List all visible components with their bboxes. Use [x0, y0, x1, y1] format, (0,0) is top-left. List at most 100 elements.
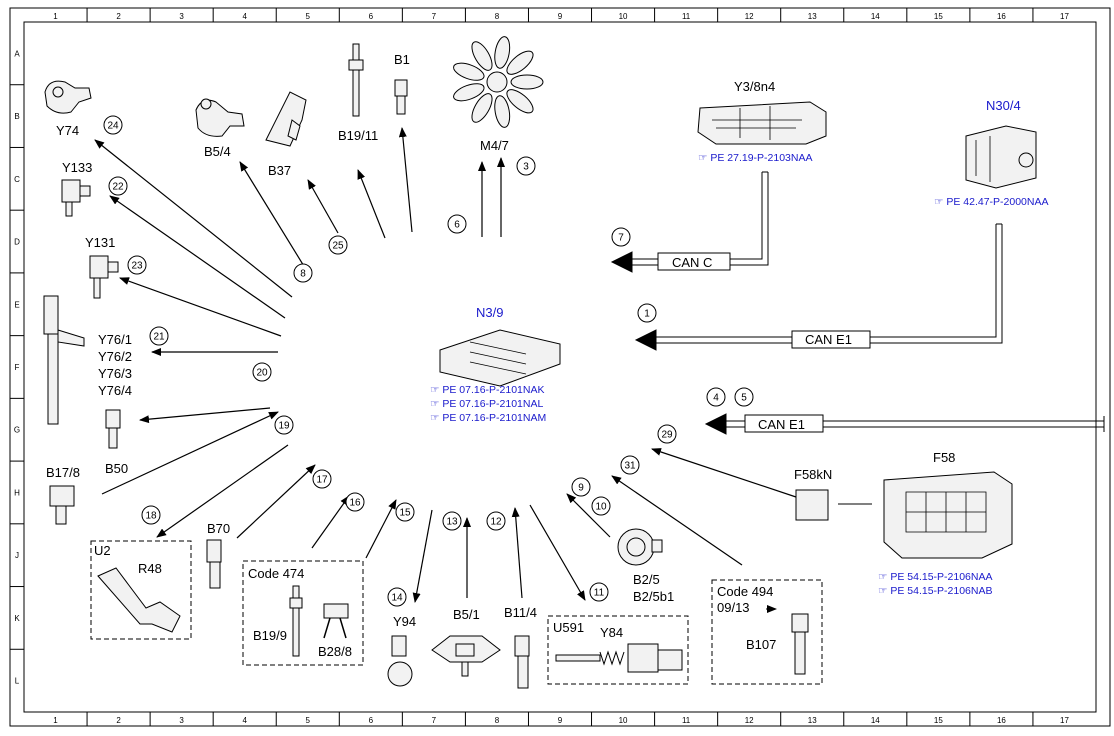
signal-arrow — [139, 407, 271, 424]
marker-circle — [127, 255, 147, 275]
column-label-top: 14 — [871, 12, 880, 21]
column-label-top: 17 — [1060, 12, 1069, 21]
marker-number: 14 — [391, 593, 403, 604]
signal-arrow — [611, 475, 743, 566]
label-b19-11: B19/11 — [338, 128, 378, 143]
label-u2: U2 — [94, 543, 111, 558]
label-b19-9: B19/9 — [253, 628, 287, 643]
can-c-label-box — [657, 252, 731, 271]
signal-arrow — [101, 411, 279, 495]
label-y76-3: Y76/3 — [98, 366, 132, 381]
ref-y3-8n4[interactable]: ☞ PE 27.19-P-2103NAA — [698, 152, 813, 164]
label-m4-7: M4/7 — [480, 138, 509, 153]
b19-9-sensor-part — [289, 585, 303, 657]
ref-n3-9-2[interactable]: ☞ PE 07.16-P-2101NAL — [430, 398, 543, 410]
label-y3-8n4: Y3/8n4 — [734, 79, 775, 94]
column-label-bottom: 13 — [808, 716, 817, 725]
marker-circle — [734, 387, 754, 407]
marker-circle — [103, 115, 123, 135]
column-label-top: 1 — [53, 12, 58, 21]
label-r48: R48 — [138, 561, 162, 576]
row-label: E — [14, 300, 19, 309]
marker-circle — [637, 303, 657, 323]
column-label-top: 7 — [432, 12, 437, 21]
signal-arrow — [236, 464, 316, 539]
y131-valve-part — [89, 255, 119, 299]
marker-number: 16 — [349, 498, 361, 509]
ref-n3-9-1[interactable]: ☞ PE 07.16-P-2101NAK — [430, 384, 545, 396]
b107-sensor-part — [791, 613, 809, 675]
signal-arrow — [307, 179, 339, 234]
marker-number: 4 — [713, 393, 719, 404]
can-e1-bottom-label-box — [744, 414, 824, 433]
ref-f58-1[interactable]: ☞ PE 54.15-P-2106NAA — [878, 571, 993, 583]
signal-arrow — [398, 127, 413, 233]
r48-heater-part — [97, 567, 181, 633]
label-u591: U591 — [553, 620, 584, 635]
column-label-top: 6 — [369, 12, 374, 21]
signal-arrow — [566, 493, 611, 538]
row-label: F — [15, 363, 20, 372]
signal-arrow — [94, 139, 293, 298]
column-label-bottom: 1 — [53, 716, 58, 725]
b2-5-sensor-part — [617, 528, 663, 566]
can-e1-top-bus — [634, 223, 1003, 351]
marker-number: 19 — [278, 421, 290, 432]
label-can-c: CAN C — [672, 255, 712, 270]
ref-f58-2[interactable]: ☞ PE 54.15-P-2106NAB — [878, 585, 993, 597]
u2-group-box — [90, 540, 192, 640]
label-b37: B37 — [268, 163, 291, 178]
row-label: D — [14, 238, 20, 247]
signal-arrow — [311, 495, 350, 549]
column-label-bottom: 17 — [1060, 716, 1069, 725]
row-label: G — [14, 426, 20, 435]
ref-n30-4[interactable]: ☞ PE 42.47-P-2000NAA — [934, 196, 1049, 208]
label-y76-1: Y76/1 — [98, 332, 132, 347]
signal-arrow — [412, 509, 433, 603]
marker-circle — [591, 496, 611, 516]
label-b107: B107 — [746, 637, 776, 652]
marker-circle — [328, 235, 348, 255]
y94-valve-part — [387, 635, 413, 687]
column-label-bottom: 3 — [179, 716, 184, 725]
marker-number: 6 — [454, 220, 460, 231]
column-label-top: 11 — [682, 12, 691, 21]
ref-n3-9-3[interactable]: ☞ PE 07.16-P-2101NAM — [430, 412, 546, 424]
column-label-top: 9 — [558, 12, 563, 21]
f58-fusebox-part — [883, 471, 1013, 559]
column-label-bottom: 2 — [116, 716, 121, 725]
marker-circle — [395, 502, 415, 522]
column-label-bottom: 11 — [682, 716, 691, 725]
label-y131: Y131 — [85, 235, 115, 250]
b70-sensor-part — [206, 539, 222, 589]
label-n30-4: N30/4 — [986, 98, 1021, 113]
marker-circle — [486, 511, 506, 531]
column-label-bottom: 8 — [495, 716, 500, 725]
column-label-top: 12 — [745, 12, 754, 21]
row-label: H — [14, 488, 20, 497]
row-label: B — [14, 112, 19, 121]
marker-circle — [387, 587, 407, 607]
marker-circle — [611, 227, 631, 247]
row-label: J — [15, 551, 19, 560]
can-c-bus — [610, 171, 769, 273]
label-b70: B70 — [207, 521, 230, 536]
b28-8-sensor-part — [323, 603, 349, 639]
label-y76-4: Y76/4 — [98, 383, 132, 398]
marker-circle — [447, 214, 467, 234]
b17-8-sensor-part — [49, 485, 75, 525]
label-can-e1-bottom: CAN E1 — [758, 417, 805, 432]
column-label-top: 10 — [619, 12, 628, 21]
signal-arrow — [109, 195, 286, 319]
column-label-bottom: 4 — [242, 716, 247, 725]
label-code-474: Code 474 — [248, 566, 304, 581]
label-y133: Y133 — [62, 160, 92, 175]
label-can-e1-top: CAN E1 — [805, 332, 852, 347]
label-b5-4: B5/4 — [204, 144, 231, 159]
b5-1-sensor-part — [431, 635, 501, 677]
signal-arrow — [156, 444, 289, 538]
y84-actuator-part — [555, 643, 683, 673]
